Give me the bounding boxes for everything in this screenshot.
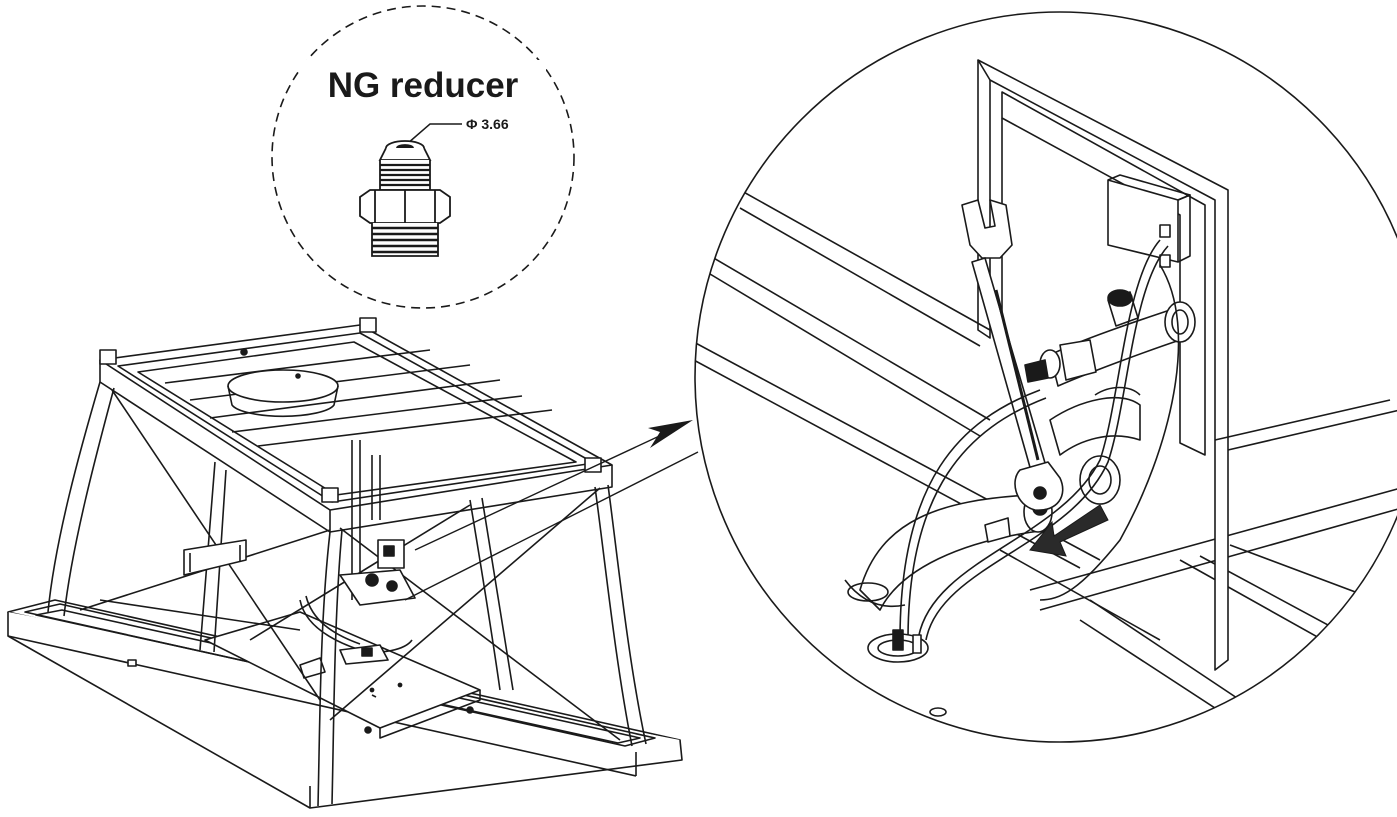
dimension-label: Φ 3.66 <box>466 116 509 132</box>
reducer-detail-title: NG reducer <box>328 66 519 105</box>
gas-hose-left <box>899 389 1047 641</box>
reducer-detail-dashed-circle <box>271 5 575 309</box>
burner-frame-overview <box>7 317 683 809</box>
ng-reducer-fitting-icon <box>359 140 451 257</box>
gas-hose-right <box>917 239 1169 641</box>
frame-leg-middle-right <box>469 497 514 691</box>
detail-pointer <box>404 420 722 601</box>
frame-top <box>99 324 613 511</box>
frame-leg-back-right <box>594 484 647 747</box>
zoom-detail <box>694 11 1397 743</box>
pointer-arrowhead <box>648 420 693 448</box>
valve-cluster <box>299 539 416 679</box>
frame-leg-front-right <box>317 529 343 807</box>
removal-direction-arrow <box>1029 504 1109 557</box>
frame-leg-front-left <box>47 381 115 617</box>
reducer-detail-callout: NG reducer Φ 3.66 <box>271 5 575 309</box>
wrench-icon <box>961 199 1064 511</box>
